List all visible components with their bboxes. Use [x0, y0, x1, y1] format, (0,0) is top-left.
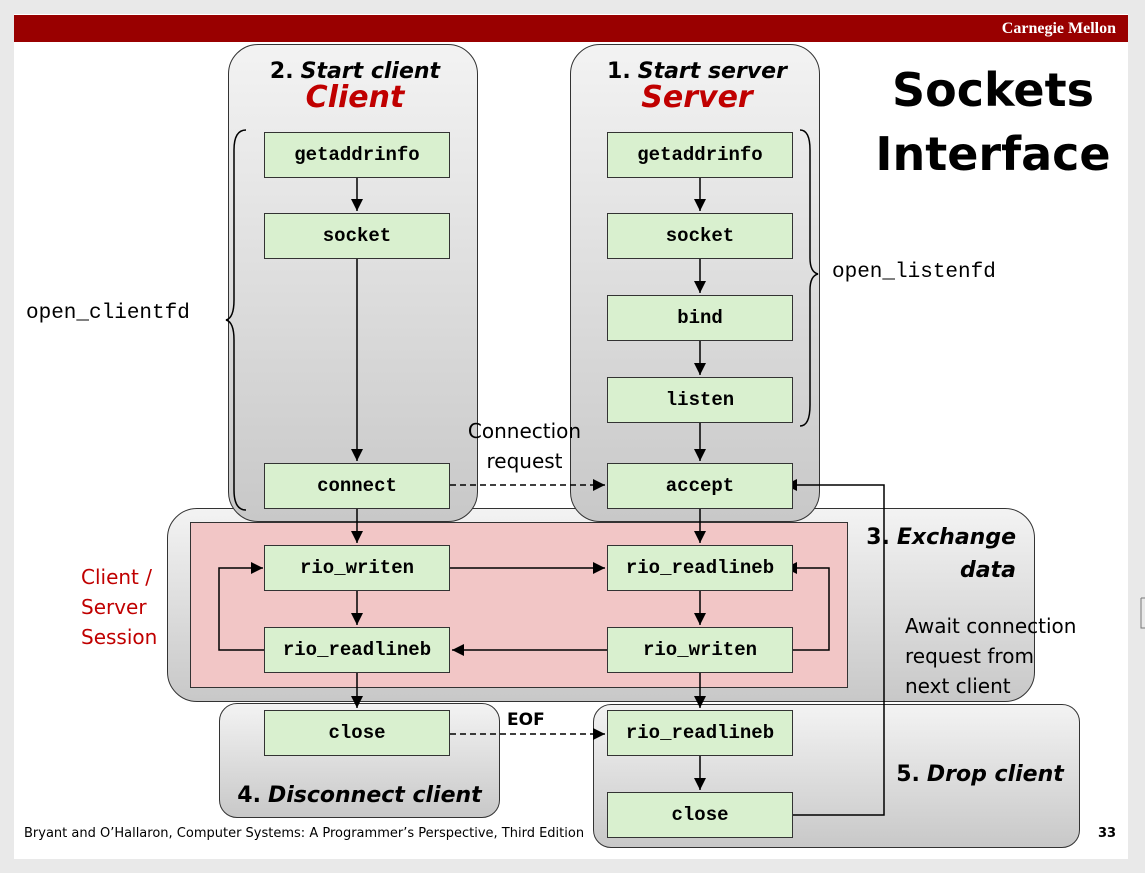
server-socket-box: socket: [607, 213, 793, 259]
slide-title: Sockets Interface: [868, 58, 1118, 186]
client-socket-box: socket: [264, 213, 450, 259]
server-rio-readlineb-box: rio_readlineb: [607, 545, 793, 591]
server-rio-writen-box: rio_writen: [607, 627, 793, 673]
header-brand: Carnegie Mellon: [1001, 20, 1116, 37]
header-bar: Carnegie Mellon: [14, 15, 1128, 42]
title-line-2: Interface: [875, 127, 1111, 181]
eof-label: EOF: [507, 710, 545, 730]
arrow-client-loop: [218, 562, 264, 651]
server-accept-box: accept: [607, 463, 793, 509]
arrow-server-loop: [783, 562, 830, 651]
server-listen-box: listen: [607, 377, 793, 423]
connection-request-label: Connection request: [467, 419, 582, 473]
server-close-box: close: [607, 792, 793, 838]
exchange-step-heading: 3. Exchange data: [866, 525, 1016, 583]
brace-open-clientfd: [225, 129, 247, 511]
slide-edge-marker: [1140, 597, 1145, 629]
arrow-server-close-accept: [783, 479, 885, 816]
page-number: 33: [1098, 826, 1117, 841]
footer-citation: Bryant and O’Hallaron, Computer Systems:…: [24, 826, 585, 841]
drop-step-heading: 5. Drop client: [896, 762, 1064, 787]
client-server-session-label: Client / Server Session: [81, 565, 158, 649]
client-getaddrinfo-box: getaddrinfo: [264, 132, 450, 178]
open-clientfd-label: open_clientfd: [26, 302, 190, 325]
client-connect-box: connect: [264, 463, 450, 509]
disconnect-step-heading: 4. Disconnect client: [237, 783, 482, 808]
brace-open-listenfd: [799, 129, 819, 427]
client-rio-writen-box: rio_writen: [264, 545, 450, 591]
client-rio-readlineb-box: rio_readlineb: [264, 627, 450, 673]
client-panel: [228, 44, 478, 522]
client-close-box: close: [264, 710, 450, 756]
client-step-heading: 2. Start client: [269, 59, 441, 84]
await-connection-label: Await connection request from next clien…: [905, 614, 1077, 698]
open-listenfd-label: open_listenfd: [832, 261, 996, 284]
server-bind-box: bind: [607, 295, 793, 341]
server-rio-readlineb-2-box: rio_readlineb: [607, 710, 793, 756]
server-role-label: Server: [641, 80, 753, 115]
client-role-label: Client: [305, 80, 405, 115]
title-line-1: Sockets: [892, 63, 1094, 117]
server-step-heading: 1. Start server: [607, 59, 787, 84]
server-getaddrinfo-box: getaddrinfo: [607, 132, 793, 178]
